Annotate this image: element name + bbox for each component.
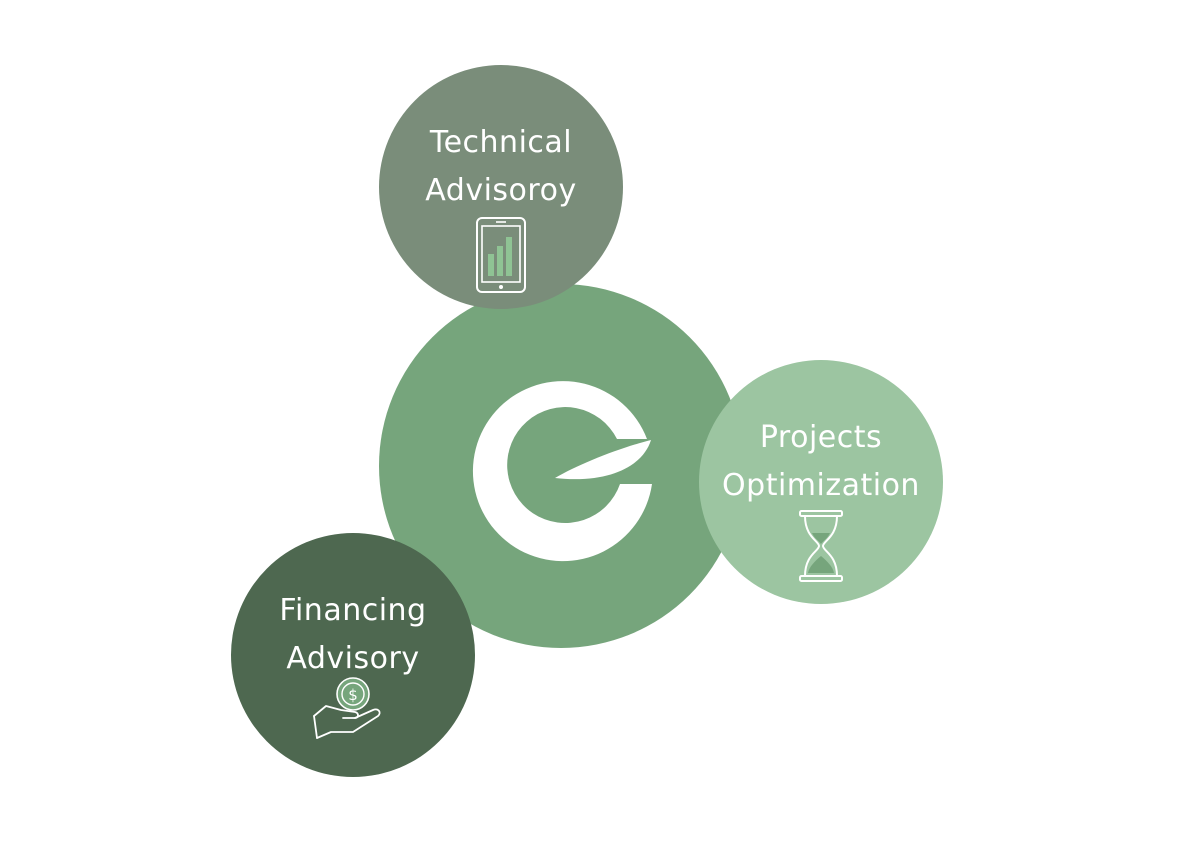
node-technical-title-line1: Technical <box>429 125 573 160</box>
leaf-g-logo-icon <box>472 381 652 562</box>
node-technical-title-line2: Advisoroy <box>425 173 577 208</box>
hand-coin-icon: $ <box>313 677 381 739</box>
node-financing-advisory: Financing Advisory $ <box>231 533 475 777</box>
node-projects-title-line2: Optimization <box>722 468 920 503</box>
node-technical-advisory: Technical Advisoroy <box>379 65 623 309</box>
hourglass-icon <box>799 510 843 582</box>
node-financing-title-line1: Financing <box>279 593 427 628</box>
node-projects-optimization: Projects Optimization <box>699 360 943 604</box>
node-financing-title-line2: Advisory <box>286 641 420 676</box>
svg-text:$: $ <box>348 686 358 704</box>
node-projects-title-line1: Projects <box>759 420 883 455</box>
tablet-bar-chart-icon <box>476 217 526 293</box>
